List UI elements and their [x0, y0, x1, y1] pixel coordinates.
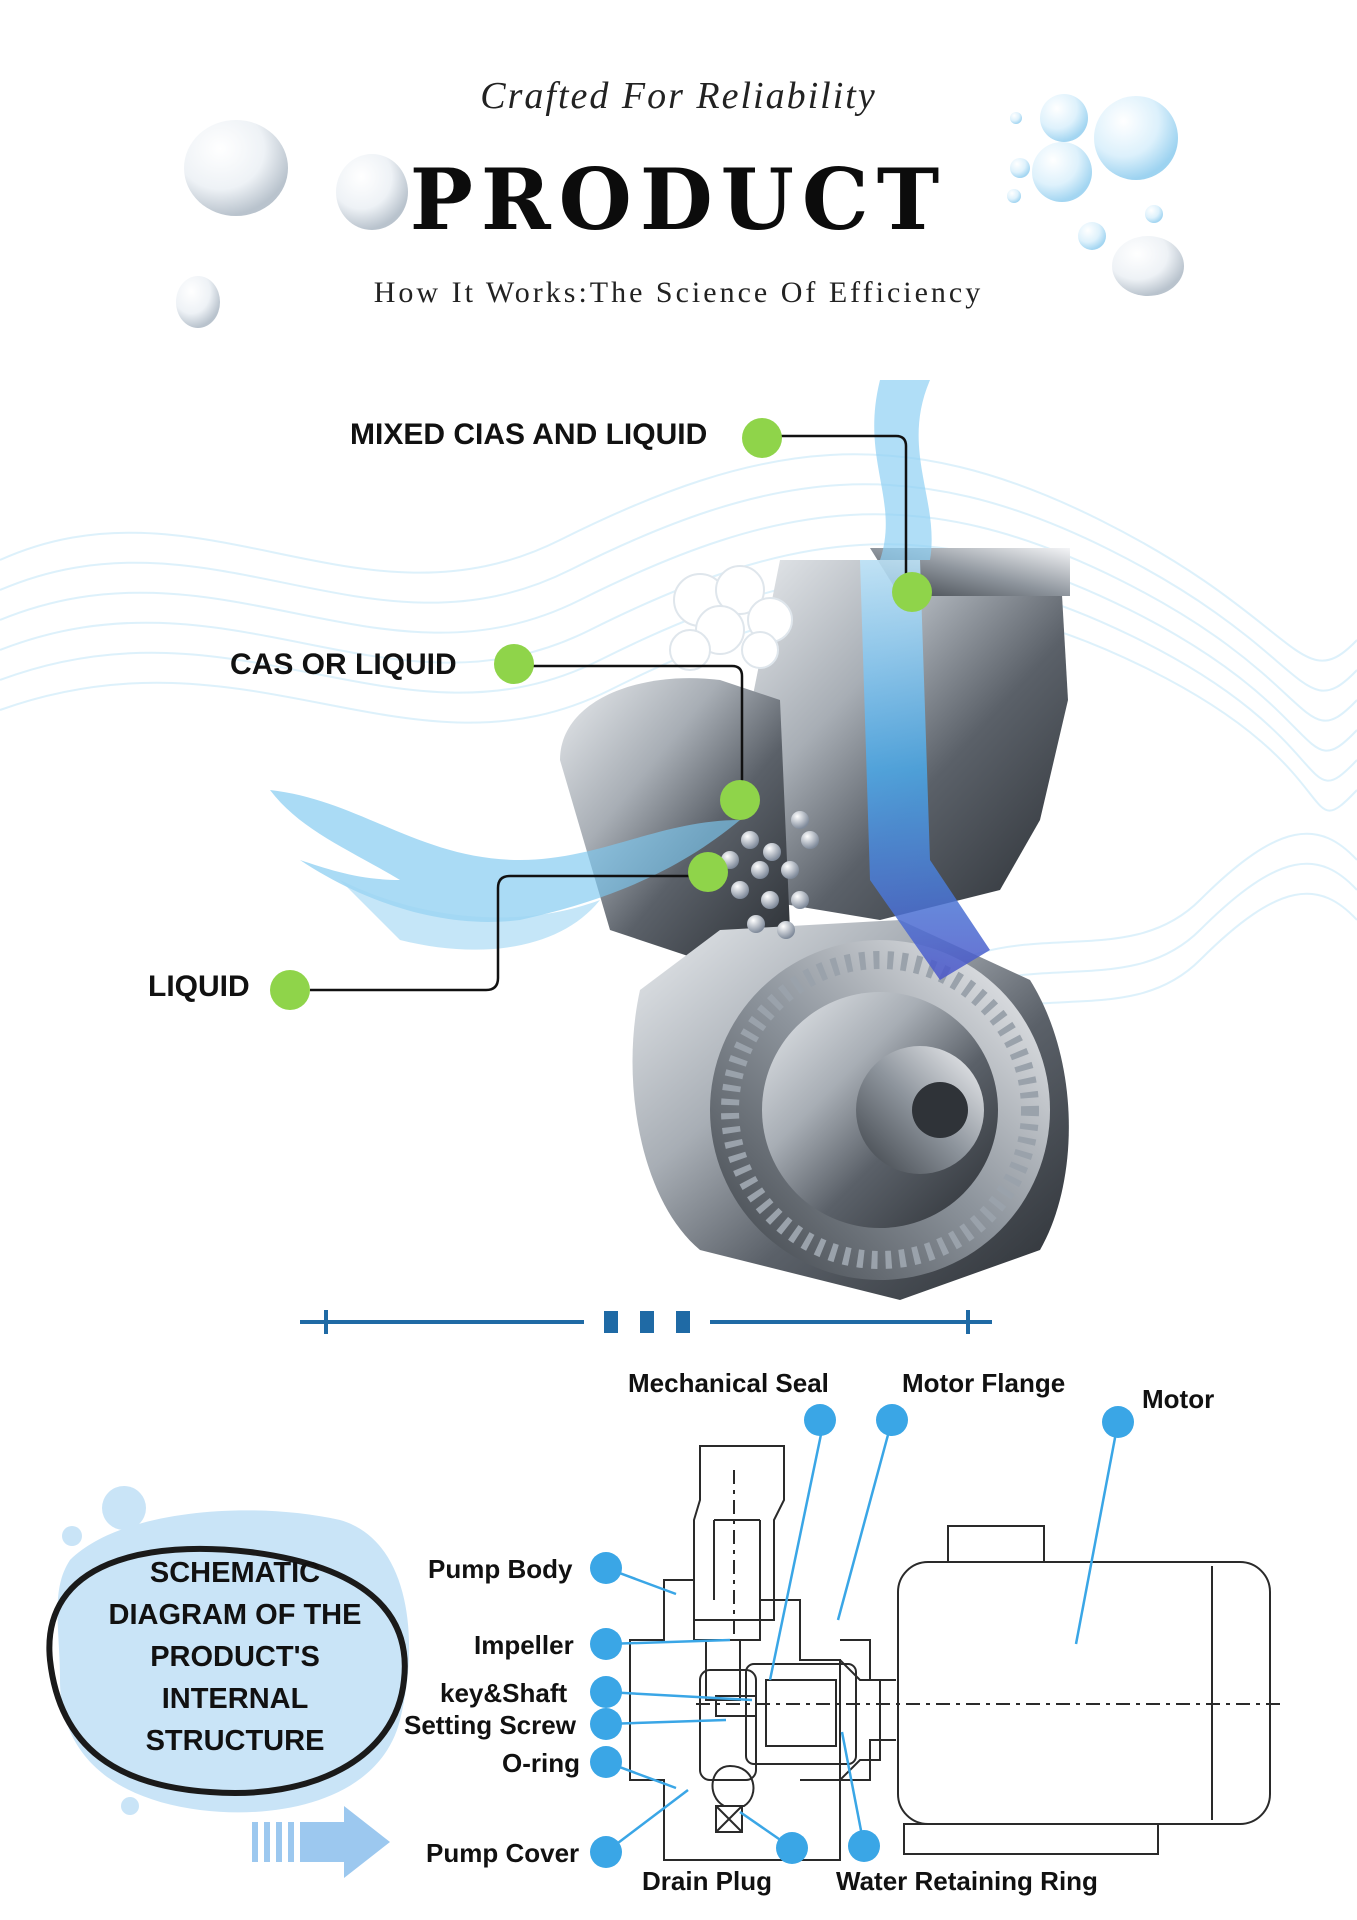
label-mechanical-seal: Mechanical Seal [628, 1368, 829, 1398]
label-water-retaining-ring: Water Retaining Ring [836, 1866, 1098, 1896]
label-drain-plug: Drain Plug [642, 1866, 773, 1896]
schematic-drawing [629, 1445, 1280, 1861]
section-divider [300, 1310, 992, 1334]
callout-liquid-label: LIQUID [148, 970, 250, 1003]
callout-gas-label: CAS OR LIQUID [230, 648, 457, 681]
label-pump-body: Pump Body [428, 1554, 573, 1584]
badge-line-1: SCHEMATIC [149, 1557, 321, 1589]
label-setting-screw: Setting Screw [404, 1710, 576, 1740]
label-o-ring: O-ring [502, 1748, 580, 1778]
pump-cutaway [270, 380, 1070, 1300]
tagline: Crafted For Reliability [480, 75, 877, 117]
label-pump-cover: Pump Cover [426, 1838, 580, 1868]
callout-mixed-label: MIXED CIAS AND LIQUID [350, 418, 708, 451]
schematic-badge: SCHEMATIC DIAGRAM OF THE PRODUCT'S INTER… [90, 1552, 380, 1762]
badge-line-3: PRODUCT'S [150, 1641, 320, 1673]
page-title: PRODUCT [409, 150, 948, 249]
page-subtitle: How It Works:The Science Of Efficiency [373, 276, 984, 309]
badge-line-2: DIAGRAM OF THE [108, 1599, 362, 1631]
label-motor-flange: Motor Flange [902, 1368, 1066, 1398]
label-key-shaft: key&Shaft [440, 1678, 568, 1708]
badge-line-4: INTERNAL [161, 1683, 309, 1715]
label-impeller: Impeller [474, 1630, 574, 1660]
badge-line-5: STRUCTURE [145, 1725, 325, 1757]
label-motor: Motor [1142, 1384, 1215, 1414]
